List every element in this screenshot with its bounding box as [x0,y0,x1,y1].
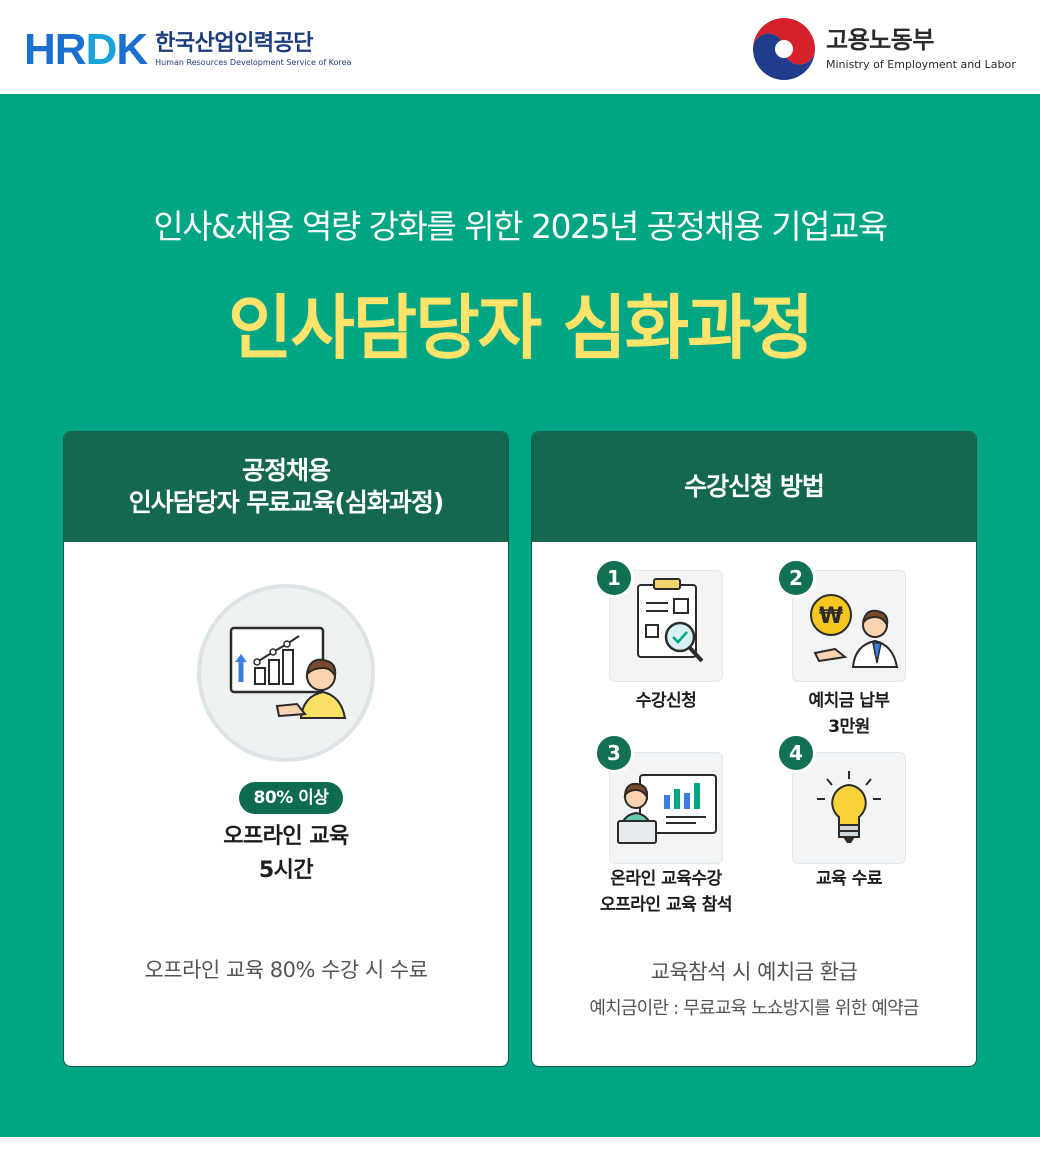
course-format-text: 오프라인 교육 5시간 [64,820,508,888]
header-bar: HRDK 한국산업인력공단 Human Resources Developmen… [0,0,1040,94]
online-class-icon [616,774,717,844]
hero-subtitle: 인사&채용 역량 강화를 위한 2025년 공정채용 기업교육 [153,207,888,246]
application-method-header: 수강신청 방법 [532,432,976,542]
hrdk-logo: HRDK 한국산업인력공단 Human Resources Developmen… [24,25,352,74]
course-format-line2: 5시간 [258,858,314,883]
step-3-label: 온라인 교육수강 오프라인 교육 참석 [576,866,756,918]
step-1-box [609,570,723,682]
step-4-box [792,752,906,864]
hrdk-name-en: Human Resources Development Service of K… [155,58,352,67]
step-1-label-line1: 수강신청 [635,691,697,711]
hrdk-name-ko: 한국산업인력공단 [155,31,314,56]
application-method-heading: 수강신청 방법 [684,472,825,501]
presenter-icon-circle [197,584,375,762]
step-3-box [609,752,723,864]
clipboard-magnifier-icon [637,578,704,663]
step-2-label-line2: 3만원 [828,717,870,737]
completion-note: 오프라인 교육 80% 수강 시 수료 [144,958,428,982]
course-info-card-header: 공정채용 인사담당자 무료교육(심화과정) [64,432,508,542]
step-2-label-line1: 예치금 납부 [808,691,890,711]
step-1-label: 수강신청 [576,688,756,714]
ministry-logo: 고용노동부 Ministry of Employment and Labor [752,17,1016,81]
step-4-number: 4 [776,733,816,773]
step-2-label: 예치금 납부 3만원 [759,688,939,740]
presenter-chart-icon [229,626,347,719]
won-coin-person-icon: ₩ [810,594,899,668]
ministry-name-en: Ministry of Employment and Labor [826,58,1016,71]
course-info-heading-line2: 인사담당자 무료교육(심화과정) [128,488,445,517]
course-info-card: 공정채용 인사담당자 무료교육(심화과정) 80 [63,431,509,1067]
attendance-badge: 80% 이상 [239,782,343,814]
svg-text:₩: ₩ [819,604,843,629]
hero-title: 인사담당자 심화과정 [228,287,814,369]
deposit-definition-note: 예치금이란 : 무료교육 노쇼방지를 위한 예약금 [589,998,919,1019]
refund-note: 교육참석 시 예치금 환급 [650,960,858,984]
ministry-name-ko: 고용노동부 [826,26,934,54]
course-format-line1: 오프라인 교육 [223,824,349,849]
main-panel: 인사&채용 역량 강화를 위한 2025년 공정채용 기업교육 인사담당자 심화… [0,94,1040,1137]
step-3-label-line2: 오프라인 교육 참석 [600,895,732,915]
taegeuk-emblem-icon [753,18,815,80]
step-3-number: 3 [594,733,634,773]
step-4-label-line1: 교육 수료 [816,869,882,889]
step-1-number: 1 [594,558,634,598]
hrdk-logo-mark: HRDK [24,25,148,74]
course-info-heading-line1: 공정채용 [241,456,331,485]
step-4-label: 교육 수료 [759,866,939,892]
step-3-label-line1: 온라인 교육수강 [610,869,722,889]
lightbulb-icon [817,771,881,843]
application-method-card: 수강신청 방법 1 수강신청 ₩ [531,431,977,1067]
step-2-number: 2 [776,558,816,598]
